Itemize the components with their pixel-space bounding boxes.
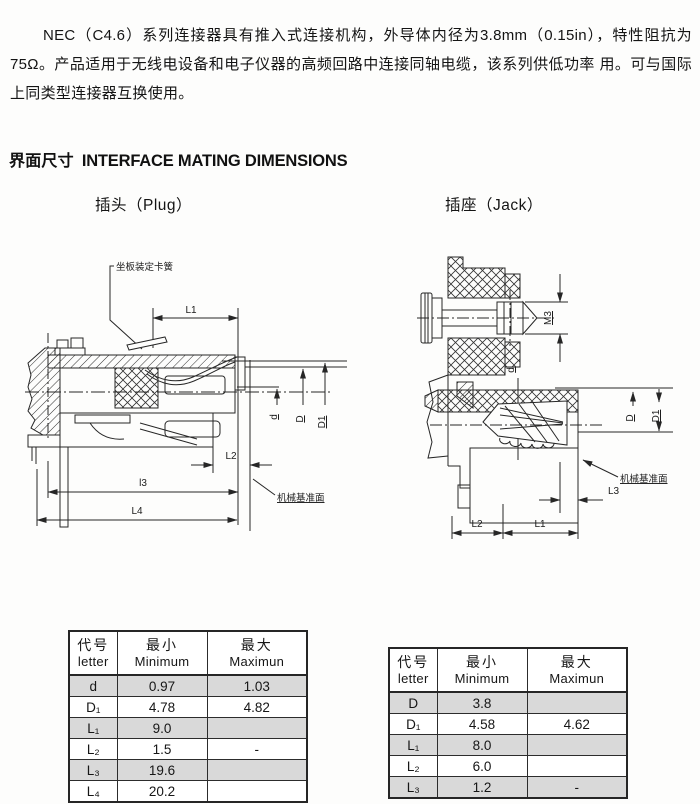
table-row: L₁ 9.0 [68,717,308,739]
table-row: L₃ 19.6 [68,759,308,781]
section-title: 界面尺寸 INTERFACE MATING DIMENSIONS [9,147,348,171]
jack-dim-l1: L1 [534,519,546,530]
section-title-en: INTERFACE MATING DIMENSIONS [81,152,348,170]
plug-dim-D1: D1 [317,415,328,428]
plug-drawing: 坐板装定卡簧 L1 [25,261,347,531]
table-row: D 3.8 [388,691,628,714]
table-row: D₁ 4.58 4.62 [388,713,628,735]
plug-datum-callout: 机械基准面 [277,492,325,504]
table-row: L₁ 8.0 [388,734,628,756]
plug-spring-callout: 坐板装定卡簧 [116,261,174,273]
jack-dim-d: d [506,367,517,373]
plug-figure-label: 插头（Plug） [95,197,193,214]
plug-spring-leader [109,265,143,350]
header-letter: 代号 letter [68,630,118,676]
plug-dim-l1: L1 [185,305,197,316]
table-header-row: 代号 letter 最小 Minimum 最大 Maximun [388,647,628,693]
header-minimum: 最小 Minimum [436,647,528,693]
jack-dim-D1: D1 [651,409,662,422]
jack-datum-callout: 机械基准面 [620,473,668,485]
table-row: L₄ 20.2 [68,780,308,803]
plug-dimension-table: 代号 letter 最小 Minimum 最大 Maximun d 0.97 1… [68,630,308,803]
jack-drawing: M3 d D D1 机械基准面 [417,256,673,539]
section-title-zh: 界面尺寸 [9,153,74,170]
table-row: L₂ 6.0 [388,755,628,777]
table-row: L₃ 1.2 - [388,776,628,799]
plug-dim-l3: l3 [139,478,147,489]
header-maximum: 最大 Maximun [526,647,628,693]
table-header-row: 代号 letter 最小 Minimum 最大 Maximun [68,630,308,676]
table-row: L₂ 1.5 - [68,738,308,760]
table-row: d 0.97 1.03 [68,674,308,697]
jack-dim-l3: L3 [608,486,620,497]
jack-dimension-table: 代号 letter 最小 Minimum 最大 Maximun D 3.8 [388,647,628,799]
table-row: D₁ 4.78 4.82 [68,696,308,718]
jack-figure-label: 插座（Jack） [445,197,543,214]
plug-dim-d: d [269,414,280,420]
plug-dim-D: D [295,415,306,422]
jack-dim-m3: M3 [543,311,554,325]
plug-dim-l2: L2 [225,451,237,462]
intro-paragraph: NEC（C4.6）系列连接器具有推入式连接机构，外导体内径为3.8mm（0.15… [10,27,692,102]
header-minimum: 最小 Minimum [116,630,208,676]
plug-dim-l4: L4 [131,506,143,517]
jack-dim-D: D [625,414,636,421]
header-letter: 代号 letter [388,647,438,693]
jack-dim-l2: L2 [471,519,483,530]
header-maximum: 最大 Maximun [206,630,308,676]
